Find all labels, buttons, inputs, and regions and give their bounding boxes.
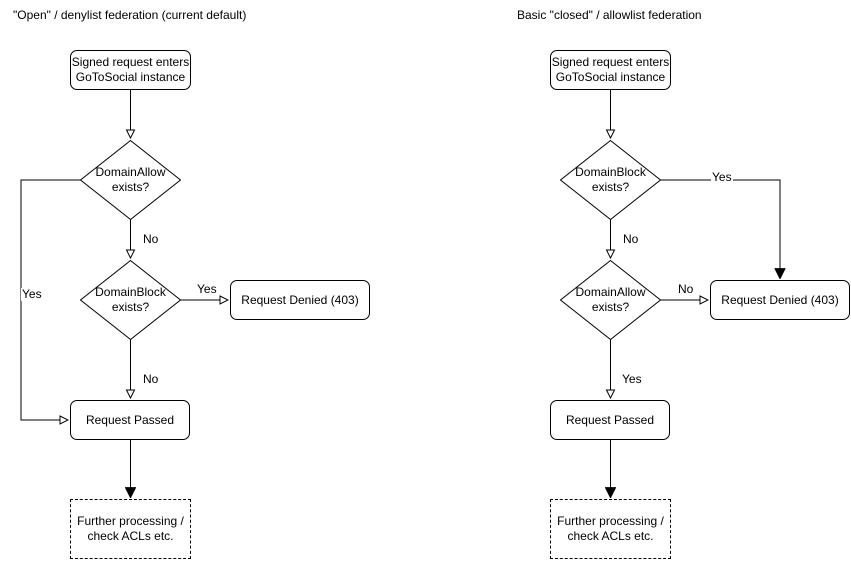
right-start-node: Signed request enters GoToSocial instanc…	[550, 50, 671, 90]
right-further-processing-node: Further processing / check ACLs etc.	[550, 499, 671, 559]
decision-label: DomainBlock exists?	[575, 165, 646, 194]
diamond-shape	[80, 140, 181, 220]
decision-label: DomainBlock exists?	[95, 285, 166, 314]
right-request-denied-node: Request Denied (403)	[710, 280, 850, 320]
left-request-passed-node: Request Passed	[70, 400, 190, 440]
left-start-node: Signed request enters GoToSocial instanc…	[70, 50, 191, 90]
diagram-title-closed-allowlist: Basic "closed" / allowlist federation	[517, 8, 702, 22]
left-decision-domainallow: DomainAllow exists?	[80, 140, 181, 220]
right-decision-domainblock: DomainBlock exists?	[560, 140, 661, 220]
decision-label: DomainAllow exists?	[95, 165, 166, 194]
right-edge-label-decision2-no: No	[677, 282, 695, 296]
left-edge-label-decision2-no: No	[142, 372, 160, 386]
left-request-denied-node: Request Denied (403)	[230, 280, 370, 320]
diamond-shape	[560, 140, 661, 220]
left-decision-domainblock: DomainBlock exists?	[80, 260, 181, 340]
right-decision-domainallow: DomainAllow exists?	[560, 260, 661, 340]
diamond-shape	[560, 260, 661, 340]
left-edge-label-decision2-yes: Yes	[196, 282, 218, 296]
right-edge-label-decision2-yes: Yes	[621, 372, 643, 386]
right-edge-label-decision1-yes: Yes	[711, 170, 733, 184]
left-edge-label-decision1-yes: Yes	[21, 287, 43, 301]
right-edge-label-decision1-no: No	[622, 232, 640, 246]
edge-right-decision1-yes-to-denied	[660, 179, 781, 278]
diamond-shape	[80, 260, 181, 340]
left-further-processing-node: Further processing / check ACLs etc.	[70, 499, 191, 559]
decision-label: DomainAllow exists?	[575, 285, 646, 314]
left-edge-label-decision1-no: No	[142, 232, 160, 246]
right-request-passed-node: Request Passed	[550, 400, 670, 440]
diagram-title-open-denylist: "Open" / denylist federation (current de…	[13, 8, 247, 22]
